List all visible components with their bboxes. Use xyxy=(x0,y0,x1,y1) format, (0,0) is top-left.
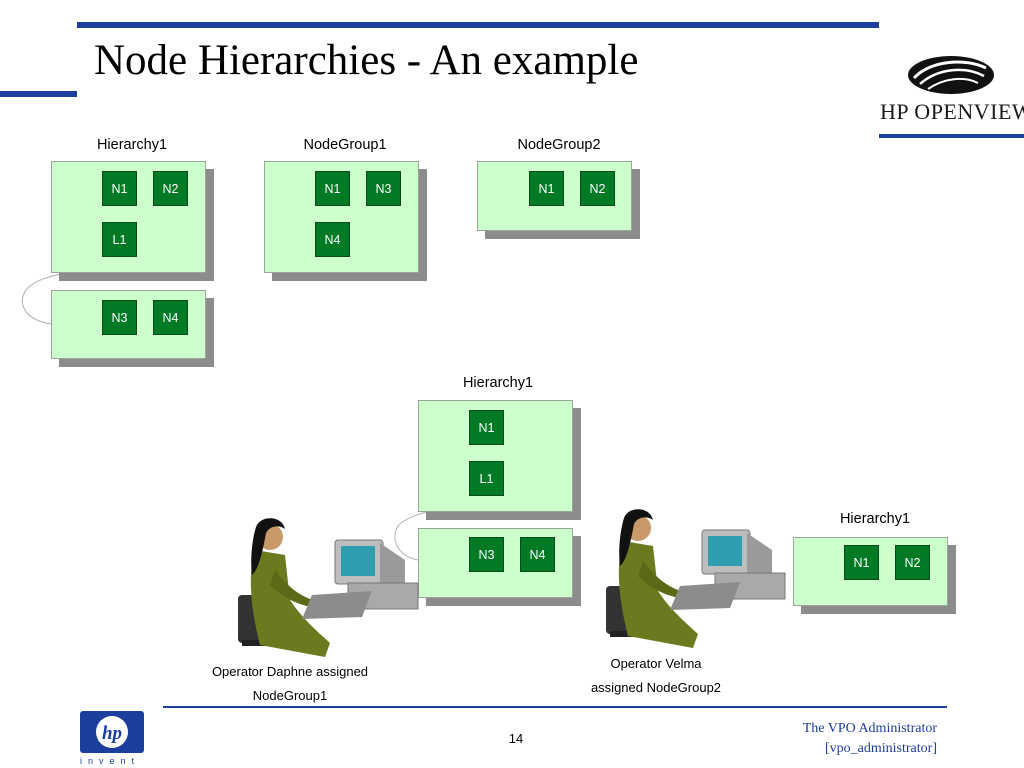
operator-velma-at-computer-icon xyxy=(606,509,786,648)
node-l1[interactable]: L1 xyxy=(102,222,137,257)
hierarchy1-upper-box: N1 N2 L1 xyxy=(51,161,206,273)
node-n4[interactable]: N4 xyxy=(520,537,555,572)
velma-caption: Operator Velma assigned NodeGroup2 xyxy=(556,652,756,700)
node-n1[interactable]: N1 xyxy=(315,171,350,206)
node-n3[interactable]: N3 xyxy=(102,300,137,335)
brand-text: HP OPENVIEW xyxy=(880,99,1024,124)
velma-hierarchy1-box: N1 N2 xyxy=(793,537,948,606)
svg-text:hp: hp xyxy=(102,723,122,744)
node-n1[interactable]: N1 xyxy=(844,545,879,580)
daphne-hierarchy1-lower-box: N3 N4 xyxy=(418,528,573,598)
page-number: 14 xyxy=(508,731,524,746)
hierarchy1-label: Hierarchy1 xyxy=(96,137,168,153)
node-n2[interactable]: N2 xyxy=(895,545,930,580)
node-n2[interactable]: N2 xyxy=(580,171,615,206)
daphne-hierarchy1-label: Hierarchy1 xyxy=(462,375,534,391)
hierarchy1-lower-box: N3 N4 xyxy=(51,290,206,359)
node-n1[interactable]: N1 xyxy=(529,171,564,206)
daphne-caption: Operator Daphne assigned NodeGroup1 xyxy=(190,660,390,708)
slide-title: Node Hierarchies - An example xyxy=(94,37,639,84)
footer-line2: [vpo_administrator] xyxy=(825,741,937,756)
node-n3[interactable]: N3 xyxy=(469,537,504,572)
footer-rule xyxy=(163,706,947,708)
node-n1[interactable]: N1 xyxy=(469,410,504,445)
hp-logo-icon: hp xyxy=(80,711,144,753)
invent-tagline: invent xyxy=(80,756,141,766)
nodegroup1-label: NodeGroup1 xyxy=(303,137,387,153)
title-left-rule xyxy=(0,91,77,97)
footer-line1: The VPO Administrator xyxy=(802,721,937,736)
hp-openview-swirl-icon xyxy=(908,56,994,94)
daphne-caption-line2: NodeGroup1 xyxy=(252,688,328,703)
operator-daphne-at-computer-icon xyxy=(238,518,419,657)
logo-rule xyxy=(879,134,1024,138)
daphne-hierarchy1-upper-box: N1 L1 xyxy=(418,400,573,512)
nodegroup2-label: NodeGroup2 xyxy=(517,137,601,153)
velma-caption-line1: Operator Velma xyxy=(610,656,702,671)
node-n1[interactable]: N1 xyxy=(102,171,137,206)
velma-hierarchy1-label: Hierarchy1 xyxy=(839,511,911,527)
velma-caption-line2: assigned NodeGroup2 xyxy=(590,680,722,695)
node-n4[interactable]: N4 xyxy=(153,300,188,335)
node-n4[interactable]: N4 xyxy=(315,222,350,257)
nodegroup2-box: N1 N2 xyxy=(477,161,632,231)
node-l1[interactable]: L1 xyxy=(469,461,504,496)
node-n2[interactable]: N2 xyxy=(153,171,188,206)
top-rule xyxy=(77,22,879,28)
daphne-caption-line1: Operator Daphne assigned xyxy=(211,664,369,679)
nodegroup1-box: N1 N3 N4 xyxy=(264,161,419,273)
node-n3[interactable]: N3 xyxy=(366,171,401,206)
